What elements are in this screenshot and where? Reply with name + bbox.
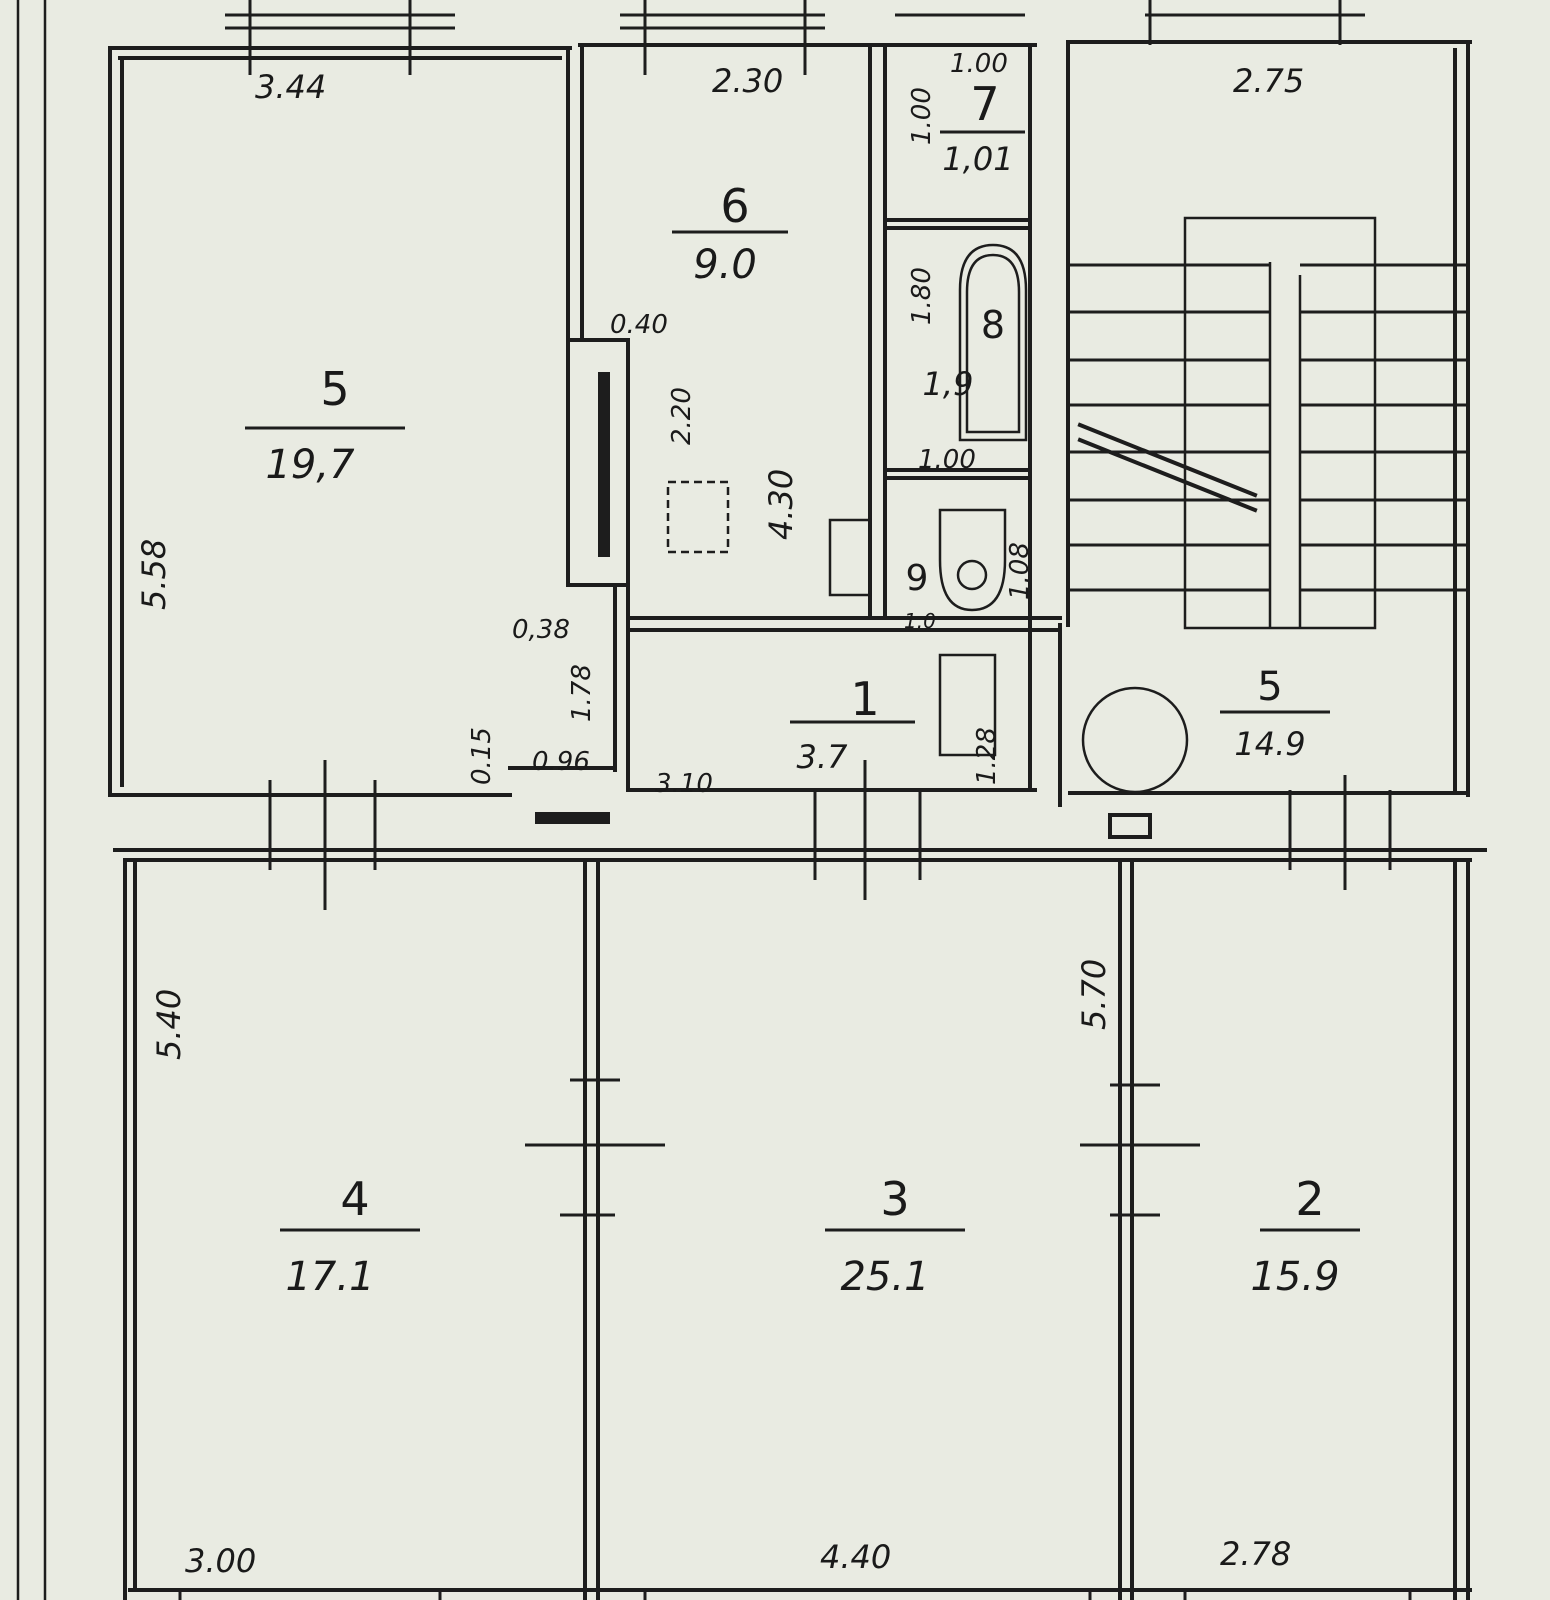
room-6-area: 9.0 xyxy=(693,242,757,288)
dim-bottom-left: 3.00 xyxy=(185,1542,256,1580)
dim-room8-width: 1.00 xyxy=(918,445,976,475)
room-2-number: 2 xyxy=(1295,1172,1324,1226)
room-2-label: 2 15.9 xyxy=(1250,1172,1360,1300)
room-5-area: 19,7 xyxy=(265,442,355,488)
dim-hall-offset: 0,38 xyxy=(512,615,570,645)
room-7-number: 7 xyxy=(970,77,999,131)
dim-closet-height: 2.20 xyxy=(667,387,697,445)
room-1-label: 1 3.7 xyxy=(790,672,915,776)
bathtub xyxy=(958,243,1028,442)
toilet xyxy=(938,508,1007,612)
dim-room6-height: 4.30 xyxy=(762,469,800,540)
dim-door-small: 0.15 xyxy=(467,727,497,785)
room-3-number: 3 xyxy=(880,1172,909,1226)
room-5-top-left-label: 5 19,7 xyxy=(245,362,405,488)
dim-bottom-mid: 4.40 xyxy=(820,1538,891,1576)
bottom-row-walls xyxy=(113,848,1487,1600)
window-ticks xyxy=(178,0,1412,1600)
room-8-area: 1,9 xyxy=(923,365,974,403)
room-3-label: 3 25.1 xyxy=(825,1172,965,1300)
dim-top-right: 2.75 xyxy=(1233,62,1304,100)
dim-room8-height: 1.80 xyxy=(907,267,937,325)
room-6-number: 6 xyxy=(720,179,749,233)
dimension-labels: 3.44 2.30 2.75 1.00 1.00 1.80 1.00 1.0 8 … xyxy=(135,49,1304,1580)
room-3-area: 25.1 xyxy=(840,1254,929,1300)
room-4-label: 4 17.1 xyxy=(280,1172,420,1300)
room-7-label: 7 1,01 xyxy=(940,77,1025,178)
dim-room1-width: 1.28 xyxy=(972,727,1002,785)
room-4-area: 17.1 xyxy=(285,1254,374,1300)
dim-room3-height: 5.70 xyxy=(1075,959,1113,1030)
dim-closet-width: 0.40 xyxy=(610,310,668,340)
room-9-label: 9 xyxy=(906,558,929,599)
dim-hall-height: 1.78 xyxy=(567,664,597,722)
room-8-label: 8 1,9 xyxy=(923,303,1006,403)
door-mark-left xyxy=(535,812,610,824)
dim-room9-width: 1.0 xyxy=(904,609,936,633)
staircase xyxy=(1068,216,1468,630)
stove xyxy=(666,480,730,554)
dim-room7-height: 1.00 xyxy=(907,87,937,145)
room-6-label: 6 9.0 xyxy=(672,179,788,288)
dim-top-left: 3.44 xyxy=(255,68,326,106)
sink xyxy=(938,653,997,757)
room-7-area: 1,01 xyxy=(942,140,1013,178)
washer-circle xyxy=(1081,686,1189,794)
dim-room9-height: 1.08 xyxy=(1005,542,1035,600)
room-1-area: 3.7 xyxy=(797,738,849,776)
door-mark-right xyxy=(1108,813,1152,839)
dim-bottom-right: 2.78 xyxy=(1220,1535,1291,1573)
room-1-number: 1 xyxy=(850,672,879,726)
top-row-walls xyxy=(108,40,1472,807)
room-5-number: 5 xyxy=(320,362,349,416)
room-4-number: 4 xyxy=(340,1172,369,1226)
dim-top-mid: 2.30 xyxy=(712,62,783,100)
room-2-area: 15.9 xyxy=(1250,1254,1339,1300)
dim-room4-height: 5.40 xyxy=(150,989,188,1060)
room-9-number: 9 xyxy=(906,558,929,599)
dim-room7-width: 1.00 xyxy=(950,49,1008,79)
room-5-stair-area: 14.9 xyxy=(1234,725,1305,763)
dim-room5-height: 5.58 xyxy=(135,539,173,610)
dim-hall-width: 3.10 xyxy=(655,769,713,799)
room-8-number: 8 xyxy=(981,303,1005,347)
dim-door-width: 0.96 xyxy=(532,747,590,777)
kitchen-unit xyxy=(828,518,872,597)
room-5-stair-label: 5 14.9 xyxy=(1220,664,1330,763)
room-5-stair-number: 5 xyxy=(1257,664,1282,710)
